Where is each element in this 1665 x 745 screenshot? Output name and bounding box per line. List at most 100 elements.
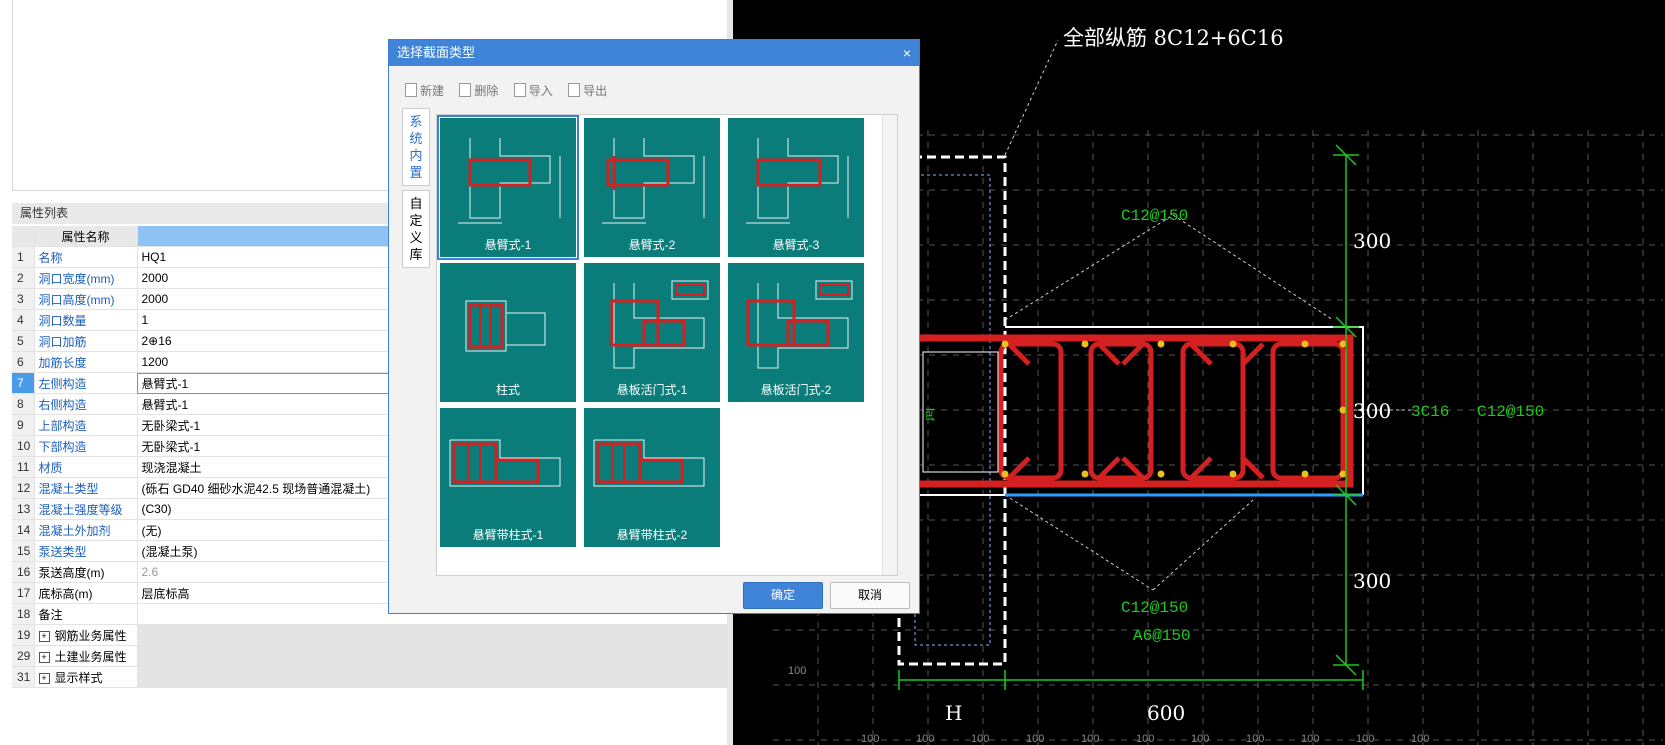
column-zone <box>922 351 999 473</box>
property-name-label: 泵送类型 <box>38 544 87 559</box>
dim-600: 600 <box>1147 701 1185 725</box>
hook <box>1189 342 1213 366</box>
property-name-label: 备注 <box>38 607 63 622</box>
property-name-label: 混凝土外加剂 <box>38 523 111 538</box>
section-tile[interactable]: 悬板活门式-2 <box>725 260 867 405</box>
cad-drawing: 全部纵筋 8C12+6C16 C12@150 C12@150 A6@150 3C… <box>773 26 1663 745</box>
section-tile[interactable]: 悬板活门式-1 <box>581 260 723 405</box>
rebar-point <box>1339 406 1347 414</box>
new-file-icon <box>405 83 417 97</box>
new-button[interactable]: 新建 <box>405 80 444 102</box>
property-value[interactable] <box>137 645 728 667</box>
row-number: 7 <box>12 372 35 394</box>
row-number: 29 <box>12 645 35 667</box>
section-sketch-icon <box>465 300 546 352</box>
close-icon[interactable]: × <box>902 45 911 61</box>
tile-preview: 悬臂式-3 <box>728 118 864 257</box>
dim-h: H <box>945 701 962 725</box>
section-sketch-icon <box>746 138 849 224</box>
row-number: 4 <box>12 309 35 331</box>
label-3c16: 3C16 <box>1411 403 1449 421</box>
grid-label: 100 <box>1026 733 1044 745</box>
tile-preview: 悬臂式-2 <box>584 118 720 257</box>
tab-char: 系 <box>409 114 423 129</box>
expand-icon[interactable]: + <box>38 630 50 642</box>
section-tile[interactable]: 悬臂带柱式-2 <box>581 405 723 550</box>
grid-label: 100 <box>1136 733 1154 745</box>
row-number: 10 <box>12 435 35 457</box>
row-number: 1 <box>12 246 35 268</box>
grid-label: 100 <box>1081 733 1099 745</box>
property-name-label: 混凝土强度等级 <box>38 502 123 517</box>
grid-scrollbar[interactable] <box>882 115 897 575</box>
hook <box>1121 342 1145 366</box>
grid-label: 100 <box>1246 733 1264 745</box>
section-outline <box>1005 326 1364 495</box>
header-name: 属性名称 <box>34 226 138 247</box>
import-button[interactable]: 导入 <box>513 80 553 102</box>
label-laf-2: laf <box>923 408 937 421</box>
tab-char: 统 <box>409 131 423 146</box>
dim-slash <box>1335 654 1357 676</box>
export-icon <box>568 83 581 97</box>
row-number: 13 <box>12 498 35 520</box>
tile-preview: 悬板活门式-1 <box>584 263 720 402</box>
property-name-label: 左侧构造 <box>38 376 87 391</box>
property-name: 上部构造 <box>34 414 138 436</box>
expand-icon[interactable]: + <box>38 651 50 663</box>
label-c12-bottom: C12@150 <box>1121 599 1188 617</box>
tab-system[interactable]: 系统内置 <box>402 108 430 186</box>
tile-label: 悬臂带柱式-2 <box>616 528 688 542</box>
property-value[interactable] <box>137 624 728 646</box>
property-name: 混凝土类型 <box>34 477 138 499</box>
expand-icon[interactable]: + <box>38 672 50 684</box>
export-button[interactable]: 导出 <box>568 80 607 102</box>
row-number: 17 <box>12 582 35 604</box>
grid-label: 100 <box>916 733 934 745</box>
row-number: 14 <box>12 519 35 541</box>
rebar-point <box>1229 340 1237 348</box>
section-tile[interactable]: 悬臂带柱式-1 <box>437 405 579 550</box>
stirrup-4 <box>1270 341 1346 481</box>
property-row[interactable]: 31+显示样式 <box>12 666 728 688</box>
tab-char: 库 <box>409 247 423 262</box>
property-name: 洞口加筋 <box>34 330 138 352</box>
property-name: 底标高(m) <box>34 582 138 604</box>
grid-label: 100 <box>1191 733 1209 745</box>
property-row[interactable]: 19+ 钢筋业务属性 <box>12 624 728 646</box>
row-number: 3 <box>12 288 35 310</box>
property-name: 混凝土外加剂 <box>34 519 138 541</box>
row-number: 12 <box>12 477 35 499</box>
dialog-toolbar: 新建 删除 导入 导出 <box>405 80 619 102</box>
cancel-button[interactable]: 取消 <box>830 582 910 609</box>
tile-preview: 悬臂带柱式-1 <box>440 408 576 547</box>
hook <box>1189 456 1213 480</box>
row-number: 31 <box>12 666 35 688</box>
property-name: 混凝土强度等级 <box>34 498 138 520</box>
library-tabs: 系统内置 自定义库 <box>402 108 430 272</box>
tab-custom[interactable]: 自定义库 <box>402 190 430 268</box>
property-name-label: 材质 <box>38 460 63 475</box>
hook <box>1097 342 1121 366</box>
property-name-label: 右侧构造 <box>38 397 87 412</box>
section-tile[interactable]: 柱式 <box>437 260 579 405</box>
delete-icon <box>459 83 472 97</box>
dialog-titlebar: 选择截面类型 × <box>389 40 919 66</box>
section-tile[interactable]: 悬臂式-1 <box>437 115 579 260</box>
leader-line-c12-bot-a <box>1004 494 1154 591</box>
row-number: 19 <box>12 624 35 646</box>
property-value[interactable] <box>137 666 728 688</box>
property-name: +土建业务属性 <box>34 645 138 667</box>
label-c12-top: C12@150 <box>1121 207 1188 225</box>
section-tile[interactable]: 悬臂式-2 <box>581 115 723 260</box>
section-sketch-icon <box>610 280 709 369</box>
property-row[interactable]: 29+土建业务属性 <box>12 645 728 667</box>
delete-button[interactable]: 删除 <box>459 80 498 102</box>
section-tile[interactable]: 悬臂式-3 <box>725 115 867 260</box>
property-name-label: 钢筋业务属性 <box>54 628 127 643</box>
rebar-point <box>1001 340 1009 348</box>
section-sketch-icon <box>449 439 561 487</box>
section-sketch-icon <box>458 138 561 224</box>
ok-button[interactable]: 确定 <box>743 582 823 609</box>
